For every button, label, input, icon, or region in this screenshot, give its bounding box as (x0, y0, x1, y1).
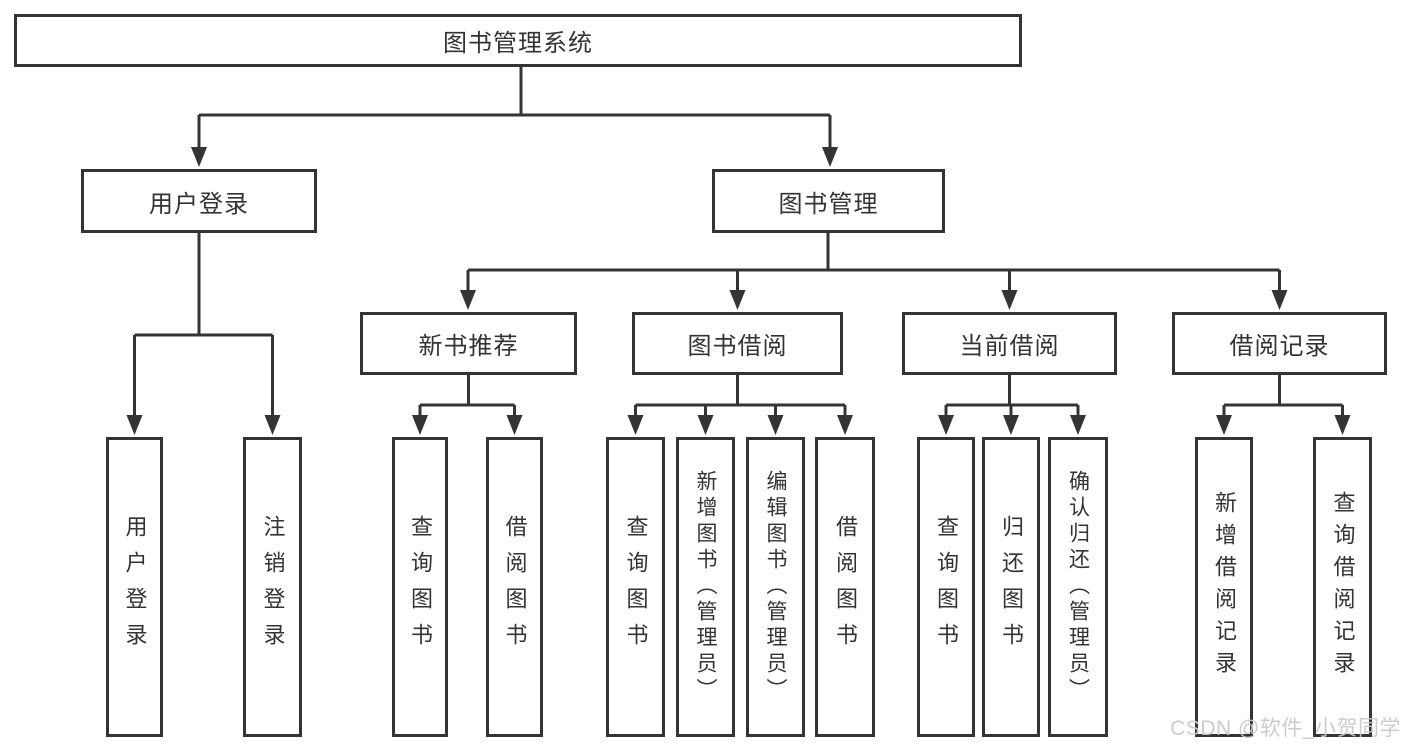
node-book-borrow: 图书借阅 (632, 312, 843, 375)
node-book-management: 图书管理 (712, 169, 945, 233)
leaf-logout: 注销登录 (243, 437, 302, 737)
leaf-bb-query-book: 查询图书 (606, 437, 665, 737)
leaf-bb-edit-book-admin: 编辑图书（管理员） (746, 437, 805, 737)
leaf-br-add-record: 新增借阅记录 (1195, 437, 1253, 737)
leaf-cb-return-book: 归还图书 (982, 437, 1040, 737)
leaf-cb-confirm-return-admin: 确认归还（管理员） (1048, 437, 1108, 737)
node-user-login: 用户登录 (81, 169, 317, 233)
node-new-book-recommend: 新书推荐 (360, 312, 577, 375)
leaf-nb-borrow-book: 借阅图书 (486, 437, 543, 737)
leaf-bb-borrow-book: 借阅图书 (815, 437, 875, 737)
leaf-cb-query-book: 查询图书 (917, 437, 975, 737)
csdn-watermark: CSDN @软件_小贺同学 (1170, 717, 1401, 740)
node-root-system: 图书管理系统 (14, 14, 1022, 67)
leaf-user-login: 用户登录 (106, 437, 163, 737)
leaf-nb-query-book: 查询图书 (392, 437, 448, 737)
leaf-bb-add-book-admin: 新增图书（管理员） (676, 437, 735, 737)
leaf-br-query-record: 查询借阅记录 (1313, 437, 1372, 737)
node-current-borrow: 当前借阅 (902, 312, 1117, 375)
node-borrow-records: 借阅记录 (1172, 312, 1387, 375)
